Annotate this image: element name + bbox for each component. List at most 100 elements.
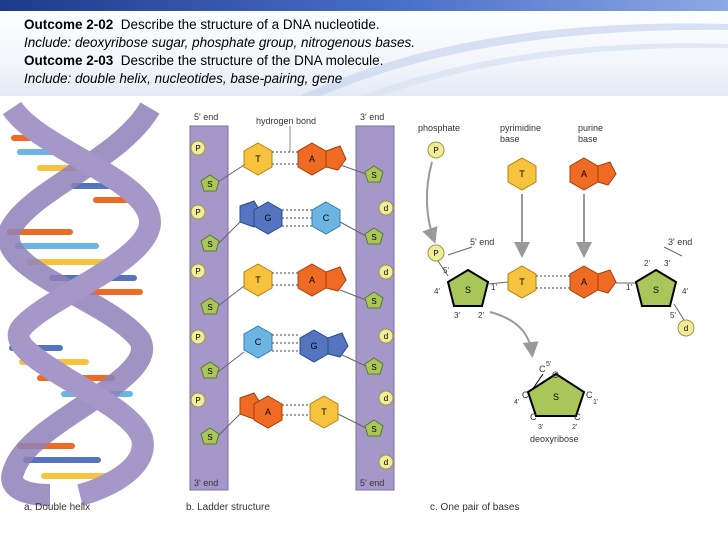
helix-strand-back: [0, 102, 160, 506]
deoxy-node: [378, 390, 394, 406]
sugar-node: [364, 165, 384, 183]
sugar-label: S: [371, 297, 376, 306]
bound-pyrimidine: [507, 265, 537, 299]
sugar-label: S: [207, 303, 212, 312]
phosphate-arrow: [422, 161, 438, 244]
sugar-node: [200, 174, 220, 192]
five-end-label: 5' end: [470, 237, 494, 247]
sugar-node: [200, 361, 220, 379]
base-letter: A: [309, 154, 315, 164]
carbon-4: C: [522, 390, 529, 400]
header-banner: Outcome 2-02 Describe the structure of a…: [0, 0, 728, 96]
left-sugar-1-prime: 1': [491, 283, 497, 292]
deoxy-label: d: [384, 268, 388, 277]
base-letter: G: [264, 213, 271, 223]
deoxyribose-label: deoxyribose: [530, 434, 579, 444]
base-pair-4: C G: [217, 325, 367, 373]
helix-strand-front: [2, 101, 162, 506]
deoxy-label: d: [384, 458, 388, 467]
phosphate-node: [190, 263, 206, 279]
base-letter: C: [255, 337, 262, 347]
right-sugar-3-prime: 3': [664, 259, 670, 268]
bound-purine: [597, 269, 617, 294]
three-end-label: 3' end: [668, 237, 692, 247]
deoxy-node: [378, 264, 394, 280]
base-pair-3: T A: [217, 263, 367, 307]
sugar-node: [200, 234, 220, 252]
phosphate-node: [190, 140, 206, 156]
right-sugar-label: S: [653, 285, 659, 295]
base-letter: C: [323, 213, 330, 223]
deoxyribose-arrow: [489, 311, 539, 358]
thymine-base: [243, 263, 273, 297]
carbon-3: C: [530, 412, 537, 422]
pyrimidine-heading-1: pyrimidine: [500, 123, 541, 133]
base-letter: T: [321, 407, 327, 417]
caption-c: c. One pair of bases: [430, 502, 520, 513]
dna-figure: a. Double helix 5' end 3' end 3' end 5' …: [0, 101, 695, 513]
sugar-node: [364, 357, 384, 375]
phosphate-label: P: [195, 208, 200, 217]
thymine-base: [309, 395, 339, 429]
free-phosphate: [427, 141, 445, 159]
free-purine: [597, 161, 617, 186]
pyrimidine-heading-2: base: [500, 134, 520, 144]
one-pair-of-bases: phosphate pyrimidine base purine base P …: [418, 123, 695, 444]
sugar-node: [200, 297, 220, 315]
sugar-node: [364, 227, 384, 245]
free-pyrimidine: [507, 157, 537, 191]
bound-purine-label: A: [581, 277, 587, 287]
outcome-2-02-text: Describe the structure of a DNA nucleoti…: [120, 17, 380, 32]
sugar-node: [364, 419, 384, 437]
top-accent-bar: [0, 0, 728, 11]
free-phosphate-label: P: [433, 146, 438, 155]
banner-swoosh: [300, 23, 728, 96]
right-bottom-end: 5' end: [360, 478, 384, 488]
outcome-2-03-include: Include: double helix, nucleotides, base…: [24, 71, 343, 86]
outcomes-text: Outcome 2-02 Describe the structure of a…: [24, 16, 415, 88]
base-letter: G: [310, 341, 317, 351]
free-purine-label: A: [581, 169, 587, 179]
right-sugar-5-prime: 5': [670, 311, 676, 320]
deoxy-node: [378, 200, 394, 216]
outcome-2-02-include: Include: deoxyribose sugar, phosphate gr…: [24, 35, 416, 50]
free-pyrimidine-label: T: [519, 169, 525, 179]
sugar-node: [364, 291, 384, 309]
base-pair-5: A T: [217, 392, 367, 437]
sugar-label: S: [207, 240, 212, 249]
purine-heading-2: base: [578, 134, 598, 144]
base-letter: A: [309, 275, 315, 285]
deoxy-label: d: [384, 204, 388, 213]
sugar-label: S: [371, 425, 376, 434]
sugar-label: S: [207, 367, 212, 376]
left-strand-nodes: P S P S P S P S P S: [190, 140, 220, 445]
phosphate-heading: phosphate: [418, 123, 460, 133]
base-pair-1: T A: [217, 142, 367, 183]
carbon-4-label: 4': [514, 399, 519, 406]
carbon-5: C: [539, 364, 546, 374]
deoxy-node: [378, 454, 394, 470]
adenine-base: [325, 145, 347, 171]
outcome-2-02-code: Outcome 2-02: [24, 17, 114, 32]
base-letter: A: [265, 407, 271, 417]
left-sugar-2-prime: 2': [478, 311, 484, 320]
carbon-2: C: [574, 412, 581, 422]
left-sugar-3-prime: 3': [454, 311, 460, 320]
deoxyribose-detail: S C 5' O C 4' C 1' C 3' C 2' deoxyribose: [514, 361, 598, 444]
cytosine-base: [311, 201, 341, 235]
carbon-2-label: 2': [572, 424, 577, 431]
sugar-label: S: [207, 180, 212, 189]
carbon-1-label: 1': [593, 399, 598, 406]
outcome-2-03-text: Describe the structure of the DNA molecu…: [120, 53, 384, 68]
adenine-base: [325, 266, 347, 292]
phosphate-label: P: [195, 267, 200, 276]
sugar-label: S: [207, 433, 212, 442]
ladder-structure: 5' end 3' end 3' end 5' end hydrogen bon…: [189, 112, 395, 491]
base-pair-2: G C: [217, 200, 367, 245]
bound-phosphate: [427, 244, 445, 262]
carbon-3-label: 3': [538, 424, 543, 431]
sugar-label: S: [371, 171, 376, 180]
right-sugar-2-prime: 2': [644, 259, 650, 268]
phosphate-label: P: [195, 396, 200, 405]
left-sugar: [446, 268, 490, 307]
